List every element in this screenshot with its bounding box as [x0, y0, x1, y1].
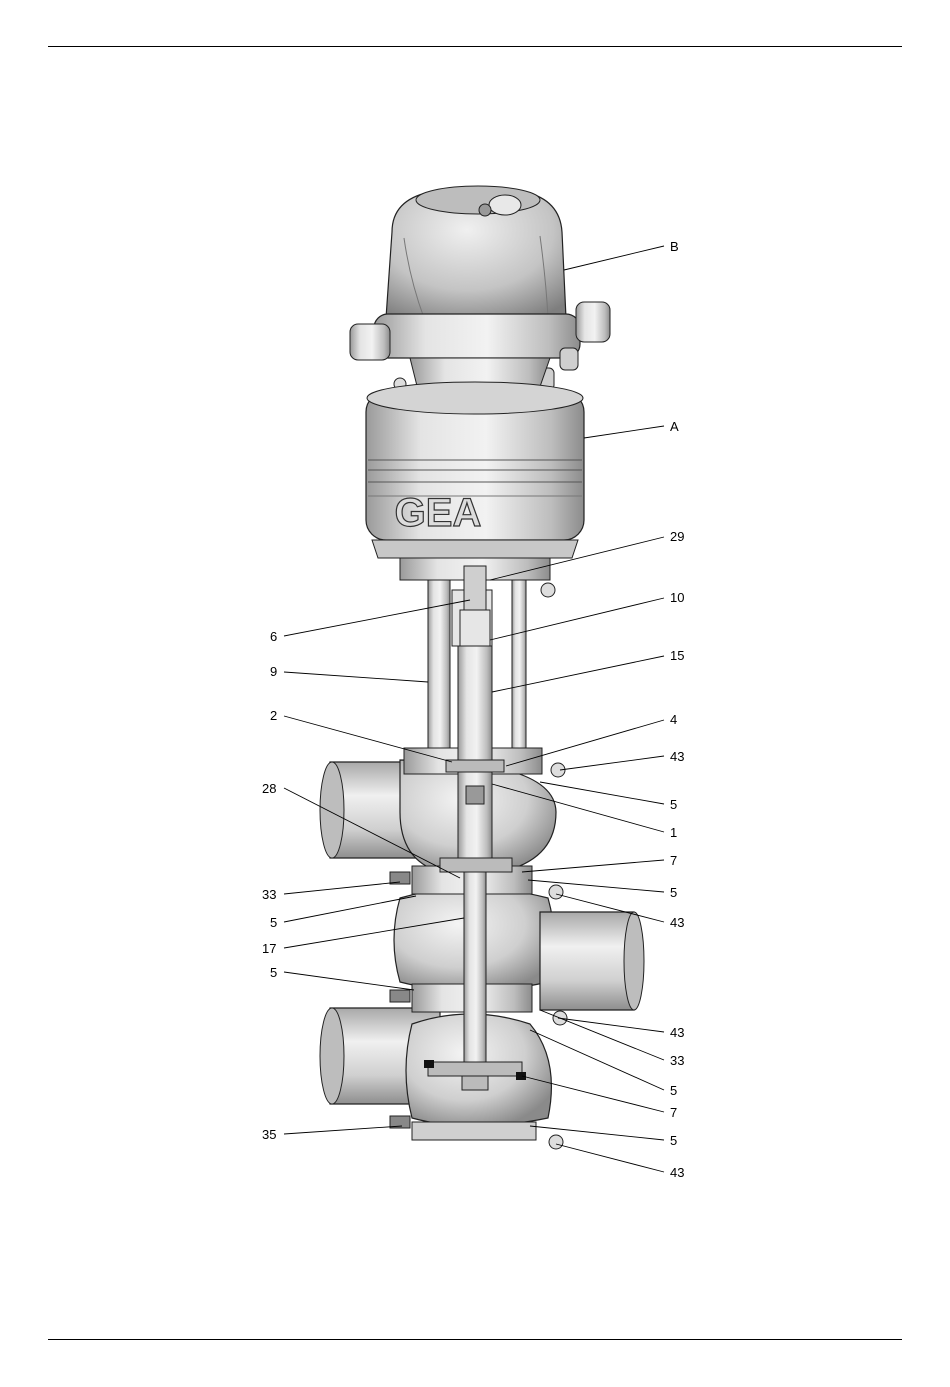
- callout-B: B: [670, 239, 679, 254]
- leader-5a: [540, 782, 664, 804]
- callout-43a: 43: [670, 749, 684, 764]
- callout-15: 15: [670, 648, 684, 663]
- callout-1: 1: [670, 825, 677, 840]
- callout-29: 29: [670, 529, 684, 544]
- callout-10: 10: [670, 590, 684, 605]
- callout-28: 28: [262, 781, 276, 796]
- callout-17: 17: [262, 941, 276, 956]
- callout-43b: 43: [670, 915, 684, 930]
- callout-7b: 7: [670, 1105, 677, 1120]
- callout-5f: 5: [670, 1133, 677, 1148]
- callout-5c: 5: [270, 915, 277, 930]
- leader-5b: [528, 880, 664, 892]
- leader-A: [584, 426, 664, 438]
- callout-4: 4: [670, 712, 677, 727]
- callout-5b: 5: [670, 885, 677, 900]
- leader-33b: [540, 1010, 664, 1060]
- callout-33b: 33: [670, 1053, 684, 1068]
- callout-43c: 43: [670, 1025, 684, 1040]
- leader-43c: [558, 1018, 664, 1032]
- leader-9: [284, 672, 428, 682]
- callout-2: 2: [270, 708, 277, 723]
- callout-7a: 7: [670, 853, 677, 868]
- leader-5d: [284, 972, 414, 990]
- leader-2: [284, 716, 452, 762]
- callout-35: 35: [262, 1127, 276, 1142]
- actuator: GEA: [366, 382, 584, 558]
- leader-43a: [560, 756, 664, 770]
- callout-5e: 5: [670, 1083, 677, 1098]
- callout-A: A: [670, 419, 679, 434]
- callout-43d: 43: [670, 1165, 684, 1180]
- leader-33a: [284, 882, 400, 894]
- gea-logo: GEA: [395, 491, 482, 535]
- control-head: [350, 186, 610, 408]
- callout-5d: 5: [270, 965, 277, 980]
- callout-33a: 33: [262, 887, 276, 902]
- callout-6: 6: [270, 629, 277, 644]
- leader-43d: [556, 1144, 664, 1172]
- leader-35: [284, 1126, 402, 1134]
- callout-9: 9: [270, 664, 277, 679]
- callout-5a: 5: [670, 797, 677, 812]
- leader-7a: [522, 860, 664, 872]
- leader-B: [564, 246, 664, 270]
